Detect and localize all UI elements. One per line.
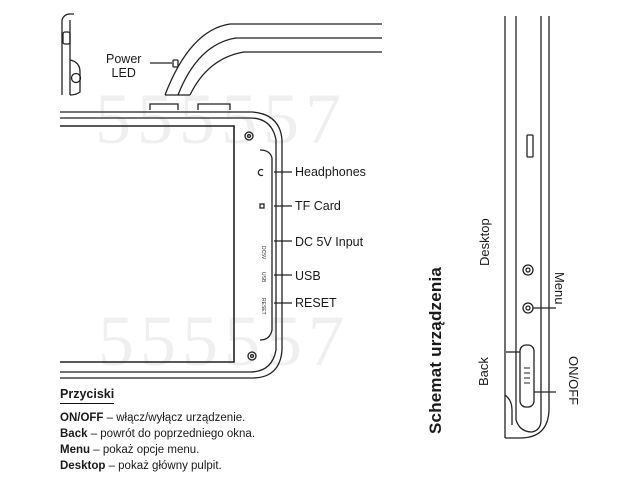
legend-row-desktop: Desktop – pokaż główny pulpit. <box>60 458 255 474</box>
legend-key: Menu <box>60 444 91 456</box>
legend-desc: – pokaż główny pulpit. <box>105 460 222 472</box>
svg-text:RESET: RESET <box>260 298 266 315</box>
legend-desc: – włącz/wyłącz urządzenie. <box>103 412 246 424</box>
legend-key: Back <box>60 428 88 440</box>
menu-label: Menu <box>552 272 567 305</box>
port-label-reset: RESET <box>295 296 337 310</box>
edge-view-device <box>504 16 556 439</box>
legend-desc: – pokaż opcje menu. <box>90 444 200 456</box>
top-view-device <box>61 13 382 96</box>
svg-text:USB: USB <box>260 272 266 283</box>
buttons-legend: Przyciski ON/OFF – włącz/wyłącz urządzen… <box>60 386 255 474</box>
legend-row-back: Back – powrót do poprzedniego okna. <box>60 426 255 442</box>
legend-title: Przyciski <box>60 386 115 404</box>
legend-key: ON/OFF <box>60 412 104 424</box>
power-led-label: Power LED <box>106 52 141 80</box>
legend-row-menu: Menu – pokaż opcje menu. <box>60 442 255 458</box>
front-view-device: DC5V USB RESET <box>60 103 292 379</box>
port-label-usb: USB <box>295 269 321 283</box>
diagram-title: Schemat urządzenia <box>426 266 445 434</box>
onoff-label: ON/OFF <box>566 356 581 406</box>
power-led-label-line1: Power <box>106 52 142 66</box>
legend-desc: – powrót do poprzedniego okna. <box>87 428 256 440</box>
svg-text:DC5V: DC5V <box>260 246 266 260</box>
power-led-label-line2: LED <box>111 66 136 80</box>
back-label: Back <box>476 357 491 386</box>
port-label-dc-input: DC 5V Input <box>295 235 364 249</box>
port-label-tf-card: TF Card <box>295 199 341 213</box>
desktop-label: Desktop <box>477 218 492 266</box>
legend-key: Desktop <box>60 460 106 472</box>
legend-row-onoff: ON/OFF – włącz/wyłącz urządzenie. <box>60 410 255 426</box>
port-label-headphones: Headphones <box>295 165 366 179</box>
